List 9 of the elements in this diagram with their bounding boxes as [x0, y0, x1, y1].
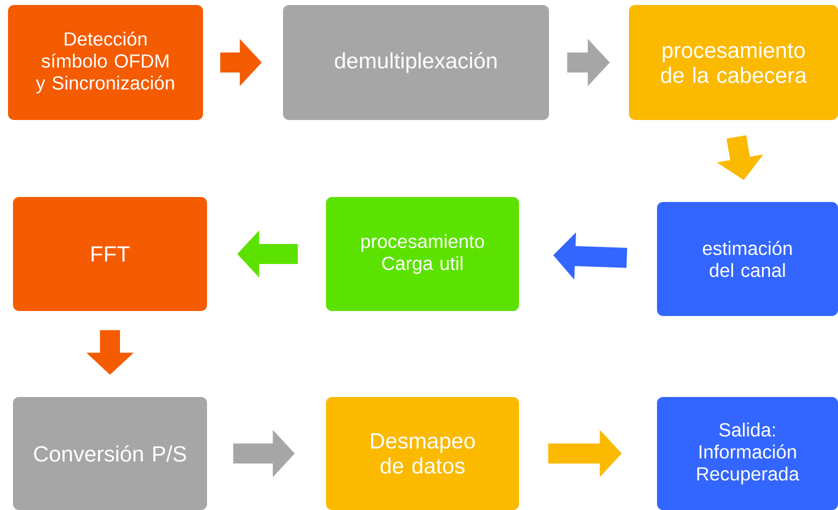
process-box: estimación del canal — [657, 202, 838, 316]
process-box: Detección símbolo OFDM y Sincronización — [8, 4, 203, 120]
process-box: procesamiento de la cabecera — [629, 4, 838, 120]
process-box: demultiplexación — [283, 4, 549, 120]
process-box: Salida: Información Recuperada — [657, 396, 838, 510]
process-box: Conversión P/S — [13, 396, 207, 510]
process-box: FFT — [13, 196, 207, 311]
process-box: Desmapeo de datos — [326, 396, 519, 510]
process-box: procesamiento Carga util — [326, 196, 519, 311]
